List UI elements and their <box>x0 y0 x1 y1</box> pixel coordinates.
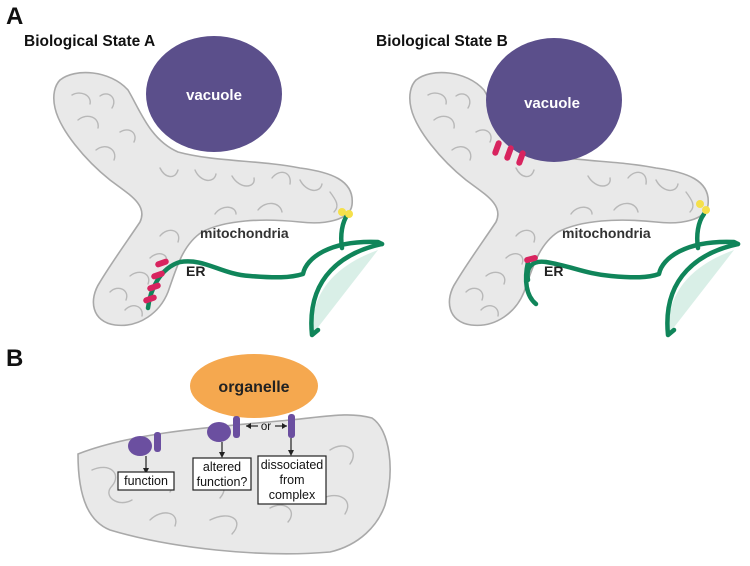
vacuole-b <box>486 38 622 162</box>
altered-label-line2: function? <box>197 475 248 489</box>
er-b-cap <box>665 241 741 338</box>
protein-subunit-3 <box>288 414 295 438</box>
vacuole-b-label: vacuole <box>524 95 580 112</box>
vacuole-a-label: vacuole <box>186 87 242 104</box>
tethers-red-a <box>143 258 169 304</box>
tether-yellow-a <box>338 208 353 218</box>
er-b <box>525 239 741 283</box>
mito-a-label: mitochondria <box>200 225 289 241</box>
function-label: function <box>124 474 168 488</box>
er-a <box>145 239 385 311</box>
state-a-diagram: Biological State A vacuole <box>24 33 385 338</box>
dissociated-box <box>257 455 327 505</box>
vacuole-a <box>146 36 282 152</box>
er-cisterna-a <box>311 250 378 335</box>
protein-complex-1 <box>128 432 161 456</box>
altered-function-box <box>192 457 252 491</box>
cristae-a <box>71 92 338 317</box>
dissociated-label-line3: complex <box>269 488 316 502</box>
er-a-label: ER <box>186 263 205 279</box>
er-b-label: ER <box>544 263 563 279</box>
protein-complex-2 <box>207 416 240 442</box>
altered-label-line1: altered <box>203 460 241 474</box>
mito-b-label: mitochondria <box>562 225 651 241</box>
panel-a-letter: A <box>6 3 23 30</box>
down-arrows <box>143 438 294 474</box>
or-label: or <box>261 421 271 433</box>
panel-b-letter: B <box>6 345 23 372</box>
organelle <box>190 354 318 418</box>
function-box <box>117 471 175 491</box>
mitochondrion-a <box>53 71 353 327</box>
dissociated-label-line1: dissociated <box>261 458 324 472</box>
tethers-red-b <box>492 140 538 264</box>
dissociated-label-line2: from <box>280 473 305 487</box>
tether-yellow-b <box>696 200 710 214</box>
er-b-branch <box>695 211 707 251</box>
state-b-title: Biological State B <box>376 33 508 50</box>
er-b-tail <box>523 259 539 307</box>
er-cisterna-b <box>667 250 734 335</box>
er-a-cap <box>309 241 385 338</box>
state-b-diagram: Biological State B vacuole <box>376 33 741 338</box>
organelle-label: organelle <box>218 379 289 396</box>
or-connector <box>246 423 287 429</box>
cristae-b <box>427 92 694 317</box>
state-a-title: Biological State A <box>24 33 155 50</box>
